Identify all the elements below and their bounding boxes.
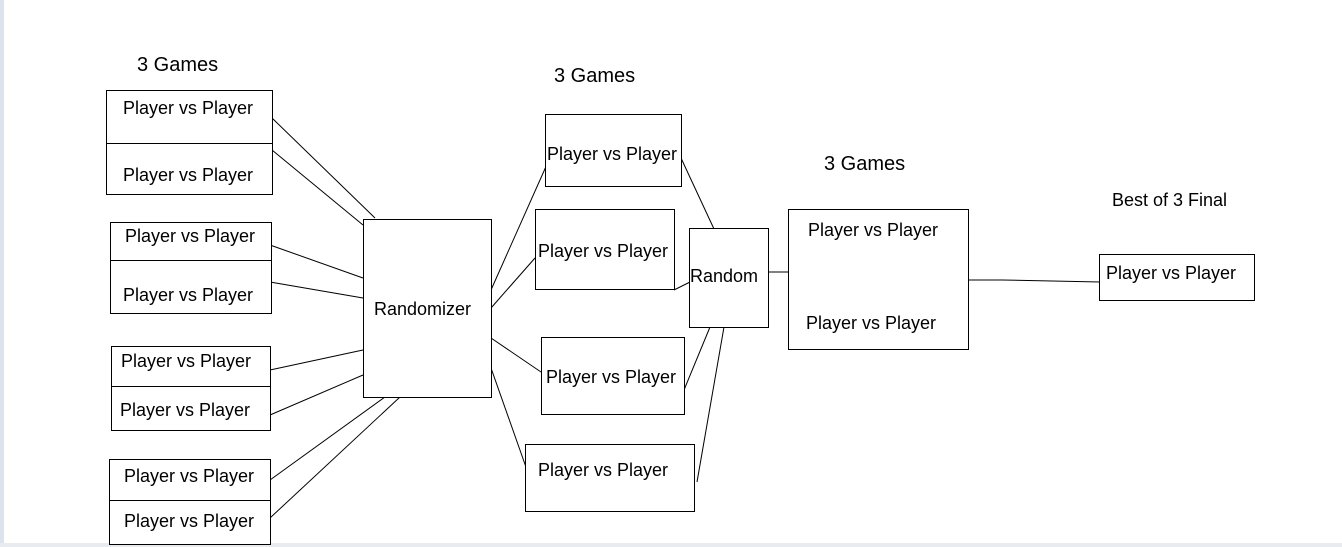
connector-line <box>683 326 711 391</box>
match-divider <box>111 260 271 261</box>
round1-heading: 3 Games <box>137 54 219 76</box>
match-divider <box>107 143 272 144</box>
connector-line <box>269 349 364 371</box>
round2-match-2: Player vs Player <box>535 209 675 290</box>
final-heading: Best of 3 Final <box>1112 190 1228 210</box>
connector-line <box>490 337 542 373</box>
connector-line <box>271 149 364 226</box>
window-edge <box>0 0 4 547</box>
round2-match-3: Player vs Player <box>541 337 685 415</box>
match-label: Player vs Player <box>538 460 669 480</box>
randomizer-box: Randomizer <box>363 219 492 398</box>
connector-line <box>680 157 715 230</box>
connector-line <box>269 396 401 519</box>
round3-box: Player vs Player Player vs Player <box>788 209 969 350</box>
match-label: Player vs Player <box>806 313 937 333</box>
round1-group-1: Player vs Player Player vs Player <box>106 90 273 195</box>
connector-line <box>269 281 364 299</box>
match-label: Player vs Player <box>546 367 677 387</box>
match-divider <box>110 500 270 501</box>
random-box: Random <box>689 228 769 328</box>
connector-line <box>968 279 1101 283</box>
window-bottom-edge <box>0 543 1342 547</box>
connector-line <box>490 161 549 291</box>
match-label: Player vs Player <box>123 285 254 305</box>
match-label: Player vs Player <box>124 466 255 486</box>
match-divider <box>112 386 270 387</box>
match-label: Player vs Player <box>120 400 251 420</box>
round2-match-4: Player vs Player <box>525 444 695 512</box>
round2-match-1: Player vs Player <box>545 114 682 187</box>
connector-line <box>696 326 725 483</box>
connector-line <box>271 117 376 219</box>
round1-group-3: Player vs Player Player vs Player <box>111 346 271 431</box>
round1-group-4: Player vs Player Player vs Player <box>109 459 271 545</box>
final-match-box: Player vs Player <box>1099 254 1255 301</box>
connector-line <box>490 367 528 471</box>
randomizer-label: Randomizer <box>374 299 472 319</box>
round1-group-2: Player vs Player Player vs Player <box>110 222 272 314</box>
match-label: Player vs Player <box>538 241 669 261</box>
match-label: Player vs Player <box>547 144 678 164</box>
connector-line <box>673 281 691 291</box>
connector-line <box>269 244 364 279</box>
match-label: Player vs Player <box>121 351 252 371</box>
connector-line <box>269 374 364 416</box>
match-label: Player vs Player <box>123 98 254 118</box>
match-label: Player vs Player <box>808 220 939 240</box>
round2-heading: 3 Games <box>554 65 636 87</box>
random-label: Random <box>690 266 759 286</box>
match-label: Player vs Player <box>124 511 255 531</box>
match-label: Player vs Player <box>123 165 254 185</box>
round3-heading: 3 Games <box>824 153 906 175</box>
match-label: Player vs Player <box>1106 263 1237 283</box>
connector-line <box>269 396 386 481</box>
match-label: Player vs Player <box>125 226 256 246</box>
connector-line <box>490 257 536 309</box>
